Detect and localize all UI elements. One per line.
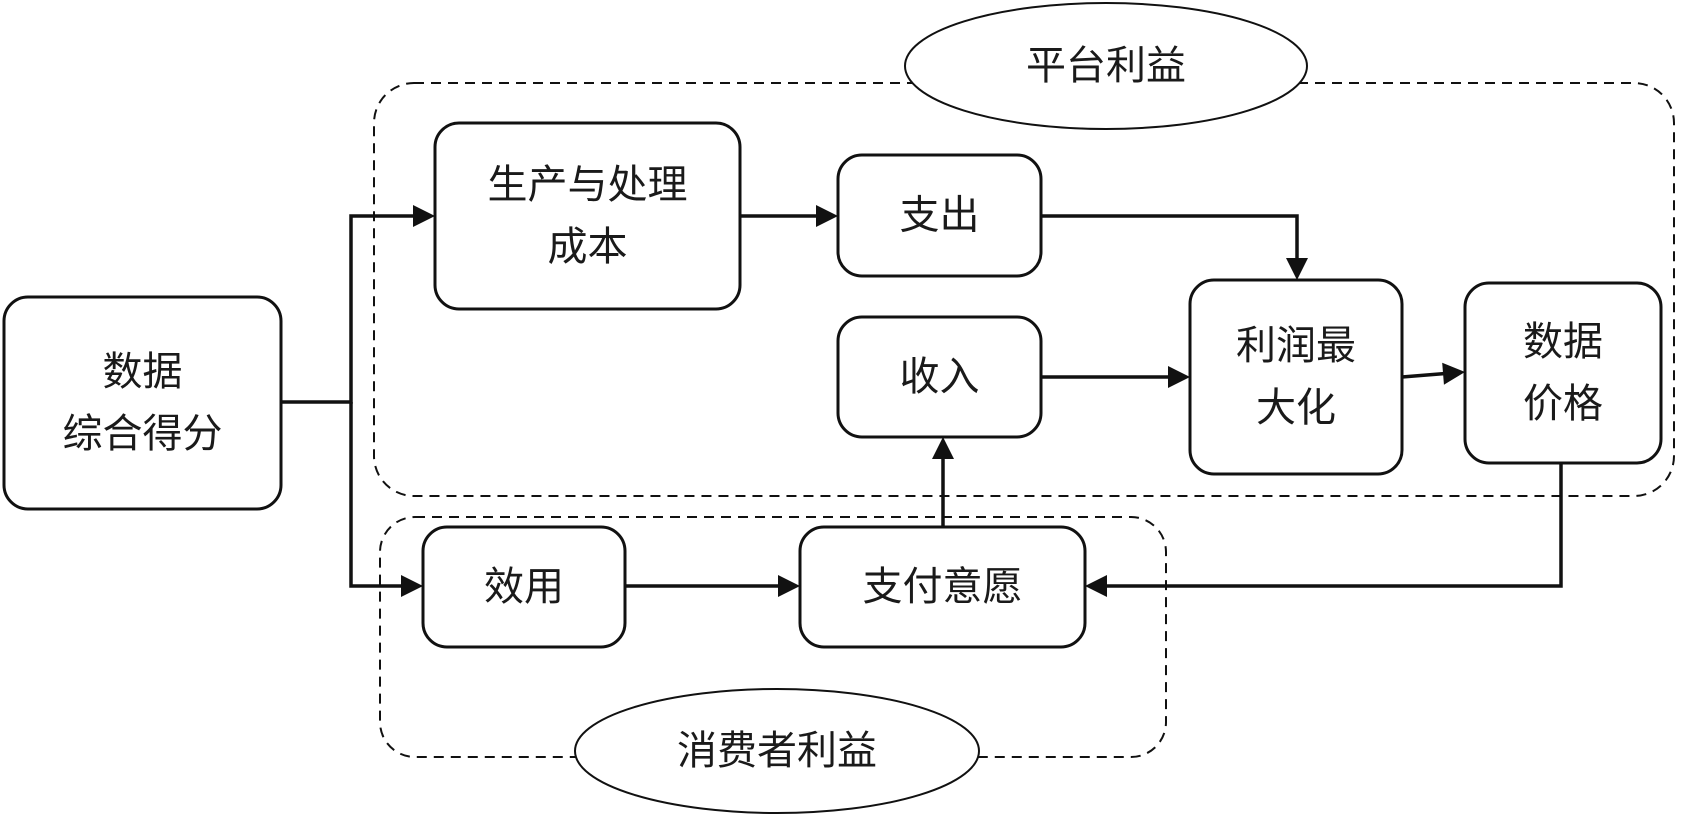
- edge-line: [281, 214, 417, 404]
- edge-profit-to-price: [1401, 362, 1465, 385]
- consumer-benefit-label-text: 消费者利益: [677, 728, 877, 774]
- node-box: [2, 295, 283, 511]
- node-label-line: 数据: [1523, 319, 1603, 365]
- consumer-benefit-label: 消费者利益: [574, 688, 980, 814]
- arrowhead-icon: [1442, 362, 1465, 385]
- edge-score-to-util: [349, 402, 423, 597]
- arrowhead-icon: [413, 205, 435, 227]
- node-label-line: 综合得分: [63, 411, 223, 457]
- willingness-to-pay-node: 支付意愿: [798, 525, 1087, 649]
- consumer-benefit-region: [379, 516, 1167, 758]
- node-label-line: 价格: [1523, 381, 1603, 427]
- edge-line: [1401, 371, 1448, 379]
- node-box: [1188, 278, 1404, 476]
- platform-benefit-region: [373, 82, 1675, 497]
- node-label-line: 利润最: [1236, 323, 1356, 369]
- arrowhead-icon: [401, 575, 423, 597]
- arrowhead-icon: [778, 575, 800, 597]
- platform-benefit-label: 平台利益: [904, 2, 1308, 130]
- income-node: 收入: [836, 315, 1043, 439]
- edge-line: [1103, 463, 1563, 588]
- edge-line: [349, 402, 405, 588]
- node-label-line: 生产与处理: [488, 162, 688, 208]
- nodes-layer: 数据综合得分生产与处理成本支出收入利润最大化数据价格效用支付意愿: [2, 121, 1663, 649]
- node-label-line: 效用: [484, 564, 564, 610]
- edge-util-to-wtp: [625, 575, 800, 597]
- arrowhead-icon: [1168, 366, 1190, 388]
- node-label-line: 数据: [103, 349, 183, 395]
- edge-line: [1041, 214, 1299, 262]
- node-box: [433, 121, 742, 311]
- node-label-line: 成本: [548, 224, 628, 270]
- node-box: [798, 525, 1087, 649]
- node-label-line: 支出: [900, 193, 980, 239]
- node-label-line: 收入: [900, 354, 980, 400]
- edges-layer: [281, 205, 1563, 597]
- platform-benefit-label-text: 平台利益: [1026, 43, 1186, 89]
- arrowhead-icon: [1286, 258, 1308, 280]
- edge-expend-to-profit: [1041, 214, 1308, 280]
- node-box: [421, 525, 627, 649]
- arrowhead-icon: [1085, 575, 1107, 597]
- node-box: [836, 153, 1043, 278]
- edge-price-to-wtp: [1085, 463, 1563, 597]
- node-box: [1463, 281, 1663, 465]
- edge-cost-to-expend: [740, 205, 838, 227]
- edge-score-to-cost: [281, 205, 435, 404]
- edge-income-to-profit: [1041, 366, 1190, 388]
- expenditure-node: 支出: [836, 153, 1043, 278]
- node-label-line: 大化: [1256, 385, 1336, 431]
- node-box: [836, 315, 1043, 439]
- utility-node: 效用: [421, 525, 627, 649]
- node-label-line: 支付意愿: [863, 564, 1023, 610]
- arrowhead-icon: [932, 437, 954, 459]
- arrowhead-icon: [816, 205, 838, 227]
- edge-wtp-to-income: [932, 437, 954, 527]
